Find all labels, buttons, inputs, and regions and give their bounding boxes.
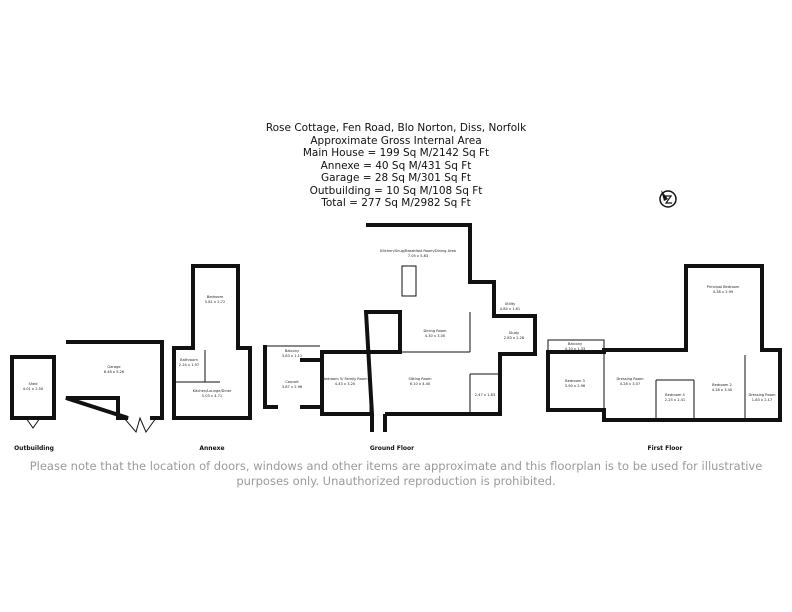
room-shed: Shed xyxy=(28,382,37,386)
area-total: Total = 277 Sq M/2982 Sq Ft xyxy=(321,197,471,209)
area-garage: Garage = 28 Sq M/301 Sq Ft xyxy=(320,172,472,184)
room-bedroom5-dims: 4.43 x 3.20 xyxy=(335,382,356,386)
room-principal-dims: 4.38 x 2.99 xyxy=(713,290,734,294)
floorplan-header: Rose Cottage, Fen Road, Blo Norton, Diss… xyxy=(0,122,792,210)
room-bedroom3-dims: 3.90 x 2.96 xyxy=(565,384,586,388)
room-bedroom3: Bedroom 3 xyxy=(565,379,585,383)
room-sitting-dims: 6.10 x 4.40 xyxy=(410,382,431,386)
room-dining: Dining Room xyxy=(424,329,447,333)
room-bedroom2: Bedroom 2 xyxy=(712,383,732,387)
outbuilding-plan: Shed 4.01 x 2.50 Outbuilding xyxy=(10,355,56,452)
room-ff-balcony: Balcony xyxy=(568,342,583,346)
room-dining-dims: 4.30 x 3.00 xyxy=(425,334,446,338)
room-garage-dims: 6.48 x 5.26 xyxy=(104,370,125,374)
room-bedroom4: Bedroom 4 xyxy=(665,393,685,397)
property-address: Rose Cottage, Fen Road, Blo Norton, Diss… xyxy=(265,122,527,134)
section-ground-floor: Ground Floor xyxy=(370,445,414,452)
room-dressing1: Dressing Room xyxy=(616,377,644,381)
room-ff-balcony-dims: 4.10 x 1.33 xyxy=(565,347,585,351)
room-store-dims: 2.47 x 1.83 xyxy=(475,393,495,397)
room-carport-dims: 3.87 x 2.96 xyxy=(282,385,303,389)
room-annexe-kitchen-dims: 5.03 x 4.71 xyxy=(202,394,222,398)
room-study-dims: 2.83 x 2.28 xyxy=(504,336,525,340)
disclaimer-text: Please note that the location of doors, … xyxy=(29,459,763,488)
area-outbuilding: Outbuilding = 10 Sq M/108 Sq Ft xyxy=(309,184,483,197)
annexe-plan: Bedroom 5.81 x 2.72 Bathroom 2.24 x 1.97… xyxy=(172,264,252,452)
room-dressing1-dims: 4.28 x 3.07 xyxy=(620,382,640,386)
section-first-floor: First Floor xyxy=(647,445,682,452)
room-bedroom5: Bedroom 5/ Family Room xyxy=(323,377,368,381)
room-garage: Garage xyxy=(107,365,121,369)
room-study: Study xyxy=(509,331,520,335)
room-bedroom4-dims: 2.25 x 2.41 xyxy=(665,398,685,402)
room-utility: Utility xyxy=(505,302,516,306)
room-utility-dims: 4.84 x 1.61 xyxy=(500,307,520,311)
room-kitchen-dims: 7.05 x 5.83 xyxy=(408,254,428,258)
section-annexe: Annexe xyxy=(199,445,224,452)
area-main-house: Main House = 199 Sq M/2142 Sq Ft xyxy=(302,147,490,159)
room-dressing2: Dressing Room xyxy=(748,393,776,397)
garage-plan: Garage 6.48 x 5.26 xyxy=(65,340,164,434)
room-annexe-bedroom-dims: 5.81 x 2.72 xyxy=(205,300,225,304)
ground-floor-plan: Kitchen/Snug/Breakfast Room/Dining Area … xyxy=(320,223,537,452)
area-annexe: Annexe = 40 Sq M/431 Sq Ft xyxy=(320,159,472,172)
room-dressing2-dims: 1.83 x 2.17 xyxy=(752,398,772,402)
carport-plan: Balcony 3.83 x 1.11 Carport 3.87 x 2.96 xyxy=(263,345,320,409)
room-annexe-balcony: Balcony xyxy=(285,349,300,353)
area-subtitle: Approximate Gross Internal Area xyxy=(310,134,482,147)
room-annexe-bedroom: Bedroom xyxy=(207,295,224,299)
room-shed-dims: 4.01 x 2.50 xyxy=(23,387,44,391)
room-annexe-kitchen: Kitchen/Lounge/Diner xyxy=(193,389,232,393)
first-floor-plan: Balcony 4.10 x 1.33 Bedroom 3 3.90 x 2.9… xyxy=(546,264,782,452)
room-annexe-bathroom-dims: 2.24 x 1.97 xyxy=(179,363,199,367)
north-compass-icon xyxy=(659,190,677,208)
room-bedroom2-dims: 4.28 x 3.40 xyxy=(712,388,733,392)
room-kitchen: Kitchen/Snug/Breakfast Room/Dining Area xyxy=(380,249,456,253)
room-principal: Principal Bedroom xyxy=(707,285,740,289)
section-outbuilding: Outbuilding xyxy=(14,445,54,452)
room-annexe-bathroom: Bathroom xyxy=(180,358,198,362)
room-carport: Carport xyxy=(285,380,299,384)
room-sitting: Sitting Room xyxy=(408,377,432,381)
room-annexe-balcony-dims: 3.83 x 1.11 xyxy=(282,354,302,358)
